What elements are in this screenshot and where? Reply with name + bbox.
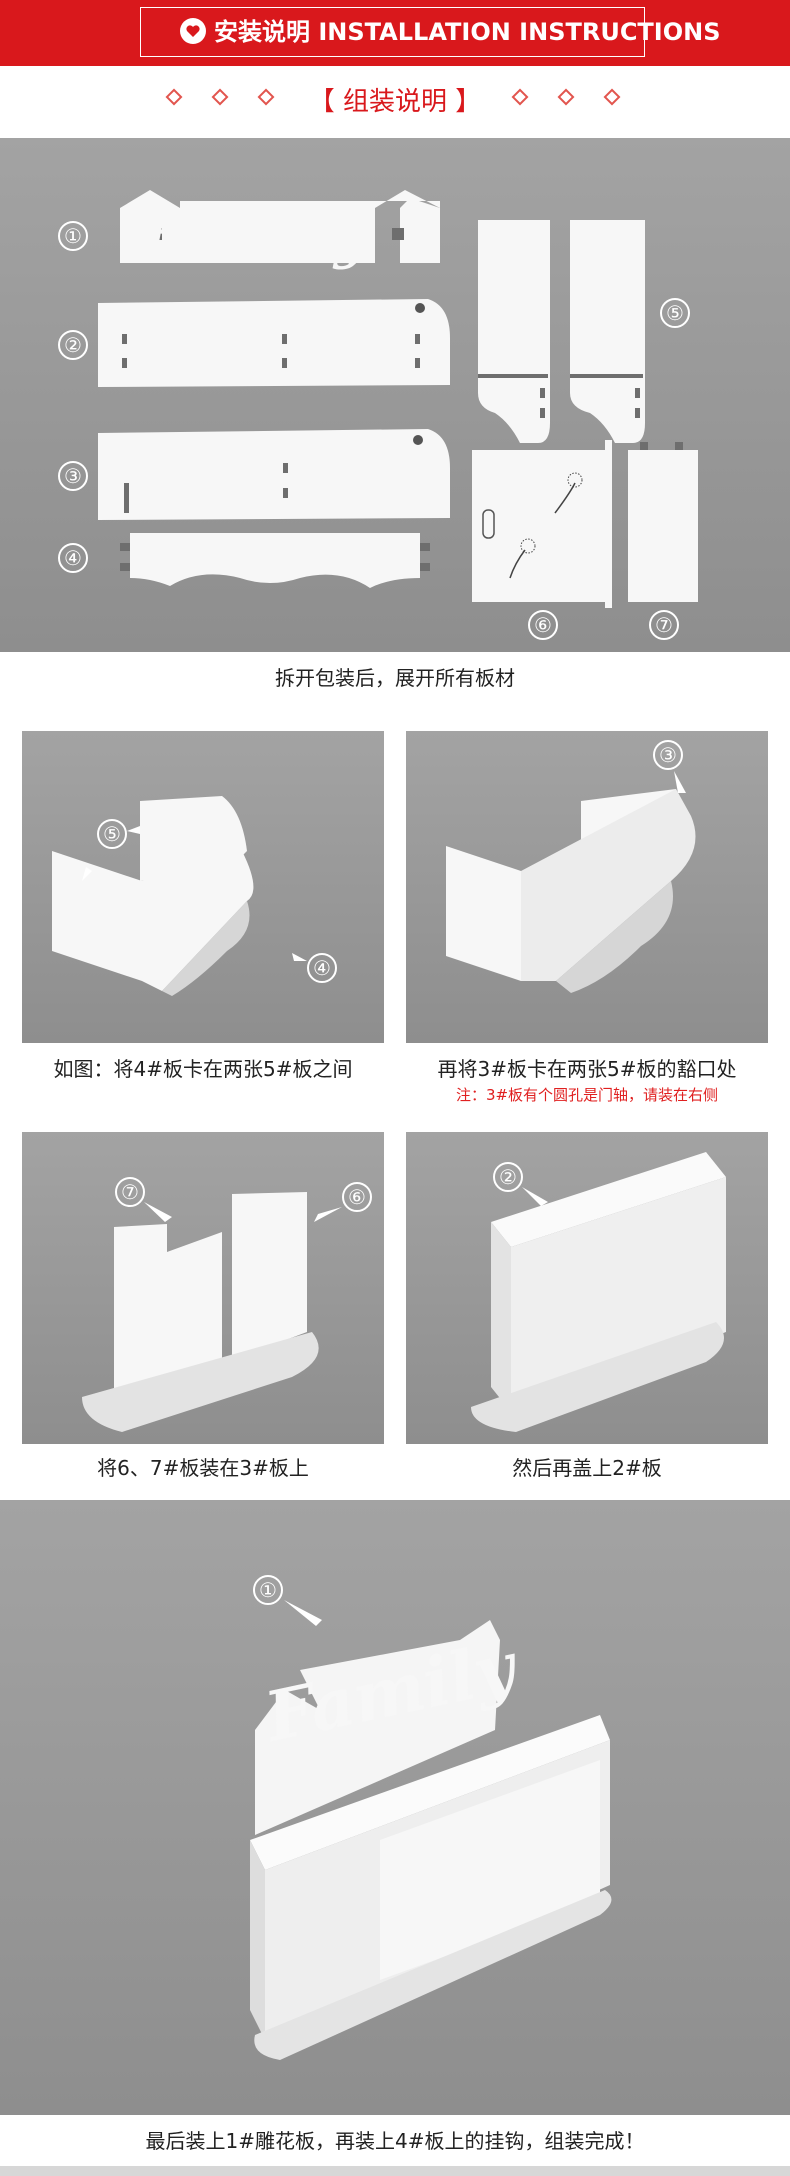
diamond-icon [512, 89, 529, 106]
part-number-5: ⑤ [666, 301, 684, 325]
step4-label: ② [499, 1165, 517, 1189]
family-logo-text: Family [138, 198, 374, 271]
part-2-top-board [98, 299, 450, 387]
part-number-1: ① [64, 224, 82, 248]
step1-caption: 如图：将4#板卡在两张5#板之间 [22, 1056, 384, 1082]
heart-icon [180, 18, 206, 44]
step2-caption: 再将3#板卡在两张5#板的豁口处 [406, 1056, 768, 1082]
part-6-door [472, 440, 612, 608]
step4-photo: ② [406, 1132, 768, 1444]
step1-label-a: ⑤ [103, 822, 121, 846]
final-photo: Family ① [0, 1500, 790, 2115]
diamond-icon [258, 89, 275, 106]
part-5-side-boards [478, 220, 645, 443]
part-number-2: ② [64, 333, 82, 357]
section-title: 【 组装说明 】 [300, 85, 490, 119]
part-7-panel [628, 442, 698, 602]
step0-caption: 拆开包装后，展开所有板材 [0, 665, 790, 691]
diamond-icon [212, 89, 229, 106]
part-number-7: ⑦ [655, 613, 673, 637]
header-title: 安装说明 INSTALLATION INSTRUCTIONS [214, 15, 721, 49]
step4-caption: 然后再盖上2#板 [406, 1455, 768, 1481]
step3-label-a: ⑦ [121, 1180, 139, 1204]
diamond-icon [604, 89, 621, 106]
part-number-6: ⑥ [534, 613, 552, 637]
step1-photo: ⑤ ④ [22, 731, 384, 1043]
parts-photo: Family ① ② ③ [0, 138, 790, 652]
bottom-strip [0, 2166, 790, 2176]
final-label: ① [259, 1578, 277, 1602]
step2-label: ③ [659, 743, 677, 767]
step2-note: 注：3#板有个圆孔是门轴，请装在右侧 [406, 1085, 768, 1105]
step3-label-b: ⑥ [348, 1185, 366, 1209]
part-3-middle-board [98, 429, 450, 520]
step3-photo: ⑦ ⑥ [22, 1132, 384, 1444]
part-4-hook-board [120, 533, 430, 588]
part-number-3: ③ [64, 464, 82, 488]
diamond-icon [558, 89, 575, 106]
diamond-icon [166, 89, 183, 106]
part-number-4: ④ [64, 546, 82, 570]
step1-label-b: ④ [313, 956, 331, 980]
step3-caption: 将6、7#板装在3#板上 [22, 1455, 384, 1481]
step2-photo: ③ [406, 731, 768, 1043]
final-caption: 最后装上1#雕花板，再装上4#板上的挂钩，组装完成！ [0, 2128, 790, 2154]
